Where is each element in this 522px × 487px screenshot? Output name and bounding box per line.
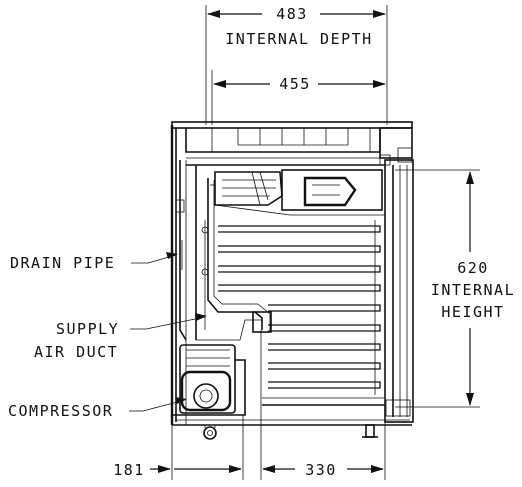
- inner-width-value: 455: [279, 75, 311, 93]
- shelves: [218, 220, 381, 395]
- drain-pipe-callout: DRAIN PIPE: [10, 252, 178, 272]
- bottom-dimensions: 181 330: [113, 330, 386, 480]
- compressor-label: COMPRESSOR: [8, 402, 113, 420]
- bottom-left-value: 181: [113, 461, 145, 479]
- internal-depth-value: 483: [276, 5, 308, 23]
- inner-width-dimension: 455: [211, 70, 386, 125]
- front-foot: [362, 424, 378, 438]
- cabinet-outline: [170, 121, 413, 426]
- bottom-right-value: 330: [305, 461, 337, 479]
- evaporator-assembly: [210, 169, 385, 216]
- supply-air-duct-callout: SUPPLY AIR DUCT: [34, 313, 207, 361]
- internal-depth-label: INTERNAL DEPTH: [225, 30, 372, 48]
- door: [379, 154, 414, 423]
- internal-height-label-1: INTERNAL: [431, 281, 515, 299]
- internal-height-dimension: 620 INTERNAL HEIGHT: [395, 169, 515, 408]
- internal-height-value: 620: [457, 259, 489, 277]
- internal-height-label-2: HEIGHT: [441, 303, 504, 321]
- compressor-unit: [172, 344, 246, 440]
- supply-air-duct-label-2: AIR DUCT: [34, 343, 118, 361]
- drain-pipe-label: DRAIN PIPE: [10, 254, 115, 272]
- internal-depth-dimension: 483 INTERNAL DEPTH: [205, 5, 388, 125]
- compressor-callout: COMPRESSOR: [8, 397, 187, 420]
- supply-air-duct-label-1: SUPPLY: [56, 320, 119, 338]
- ducts: [175, 160, 272, 341]
